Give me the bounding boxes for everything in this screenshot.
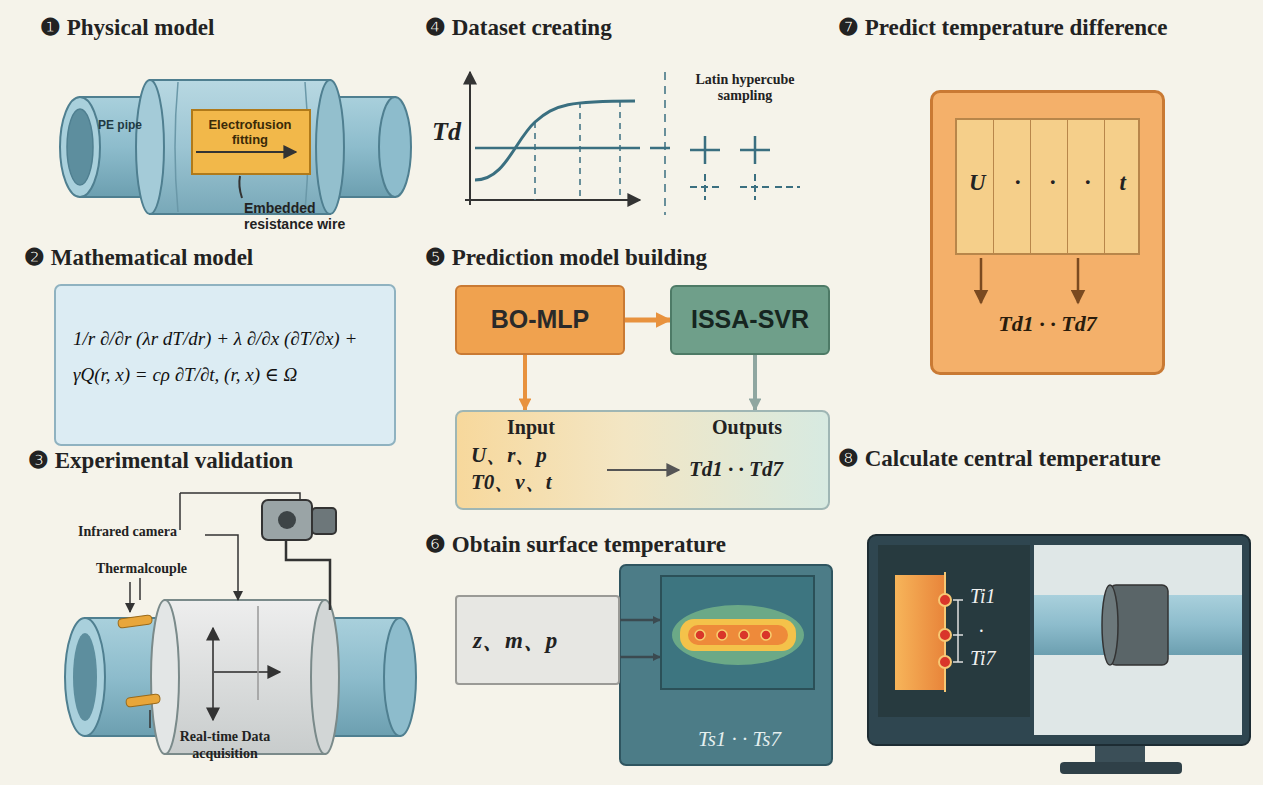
section-heading: ❽ Calculate central temperature: [838, 445, 1161, 472]
part-label: Thermalcouple: [96, 561, 187, 577]
connector-arrow: [625, 318, 670, 323]
connector-arrow: [523, 355, 527, 410]
model-box: BO-MLP: [455, 285, 625, 355]
heat-spot: [688, 625, 788, 645]
part-label: Infrared camera: [78, 524, 177, 540]
node-text: ISSA-SVR: [672, 305, 828, 334]
node-text: Td1 · · Td7: [689, 457, 783, 482]
node-decoration: [662, 577, 813, 688]
input-grid: U · · · t: [955, 118, 1140, 255]
model-box: ISSA-SVR: [670, 285, 830, 355]
part-label: Real-time Data acquisition: [155, 729, 295, 763]
node-text: Ti1: [970, 585, 996, 608]
flow-arrow: [1077, 258, 1080, 303]
heat-spot: [680, 619, 796, 651]
monitor-drawing: [868, 535, 1250, 774]
node-text: BO-MLP: [457, 305, 623, 334]
node-text: Ts1 · · Ts7: [652, 727, 827, 752]
flow-arrow: [980, 258, 983, 303]
equation-box: 1/r ∂/∂r (λr dT/dr) + λ ∂/∂x (∂T/∂x) + γ…: [55, 285, 395, 445]
prediction-box: Td1 · · Td7 U · · · t: [930, 90, 1165, 375]
section-heading: ❻ Obtain surface temperature: [425, 531, 726, 558]
part-label: Embedded resistance wire: [244, 200, 364, 232]
node-text: Outputs: [712, 416, 782, 439]
equation-box: [55, 285, 395, 445]
section-heading: ❺ Prediction model building: [425, 244, 707, 271]
heat-spot: [717, 630, 727, 640]
thermal-image: Ts1 · · Ts7: [660, 575, 815, 690]
part-label: PE pipe: [98, 118, 142, 132]
method-label: Latin hypercube sampling: [680, 72, 810, 104]
node-text: U · · · t: [969, 170, 1126, 196]
connector-arrow: [620, 619, 660, 622]
section-heading: ❷ Mathematical model: [24, 244, 253, 271]
experiment-drawing: [65, 493, 416, 754]
node-text: z、m、p: [473, 625, 557, 656]
heat-spot: [672, 605, 804, 665]
section-heading: ❸ Experimental validation: [28, 447, 293, 474]
heat-spot: [739, 630, 749, 640]
connector-arrow: [620, 656, 660, 659]
flow-arrow: [607, 469, 679, 471]
node-text: Input: [507, 416, 555, 439]
node-text: 1/r ∂/∂r (λr dT/dr) + λ ∂/∂x (∂T/∂x) + γ…: [73, 321, 377, 393]
node-text: ·: [978, 620, 985, 643]
node-text: U、r、p T0、v、t: [471, 442, 571, 497]
node-text: Ti7: [970, 647, 996, 670]
parameter-box: z、m、p: [455, 595, 620, 685]
section-heading: ❼ Predict temperature difference: [838, 14, 1167, 41]
monitor-screen: Ti1 · Ti7: [878, 545, 1030, 717]
connector-arrow: [753, 355, 757, 410]
node-text: Td1 · · Td7: [933, 311, 1162, 337]
section-heading: ❶ Physical model: [40, 14, 214, 41]
section-heading: ❹ Dataset creating: [425, 14, 612, 41]
axis-label: Td: [432, 117, 461, 147]
part-label: Electrofusion fitting: [200, 118, 300, 148]
thermal-image-panel: [620, 565, 832, 765]
io-box: InputU、r、p T0、v、t OutputsTd1 · · Td7: [455, 410, 830, 510]
heat-spot: [695, 630, 705, 640]
heat-spot: [761, 630, 771, 640]
pe-pipe-drawing: [60, 80, 411, 214]
